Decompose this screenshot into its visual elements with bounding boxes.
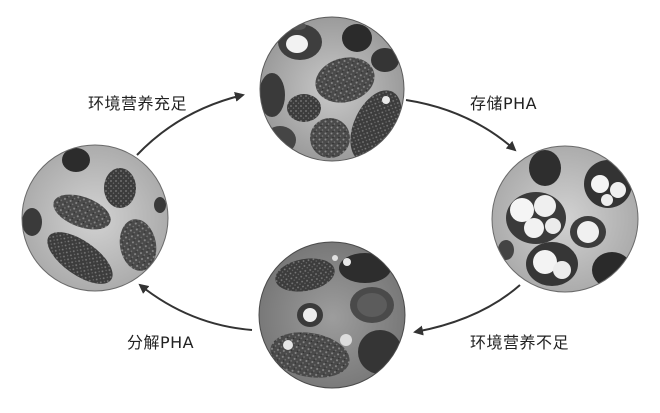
arrow-left-to-top [136,91,245,156]
micrograph-left [22,145,168,291]
label-nutrients-insufficient: 环境营养不足 [470,333,570,352]
micrograph-right-border [491,145,639,293]
arrow-right-to-bottom [413,284,521,336]
label-degrade-pha: 分解PHA [127,333,195,352]
micrograph-left-border [21,144,169,292]
micrograph-top-border [259,16,405,162]
micrograph-right [492,146,638,292]
arrow-top-to-right [405,99,517,152]
label-nutrients-sufficient: 环境营养充足 [88,94,188,113]
micrograph-top [260,17,404,161]
label-store-pha: 存储PHA [470,94,538,113]
micrograph-bottom-border [258,241,406,389]
arrow-bottom-to-left [138,283,253,331]
micrograph-bottom [259,242,405,388]
